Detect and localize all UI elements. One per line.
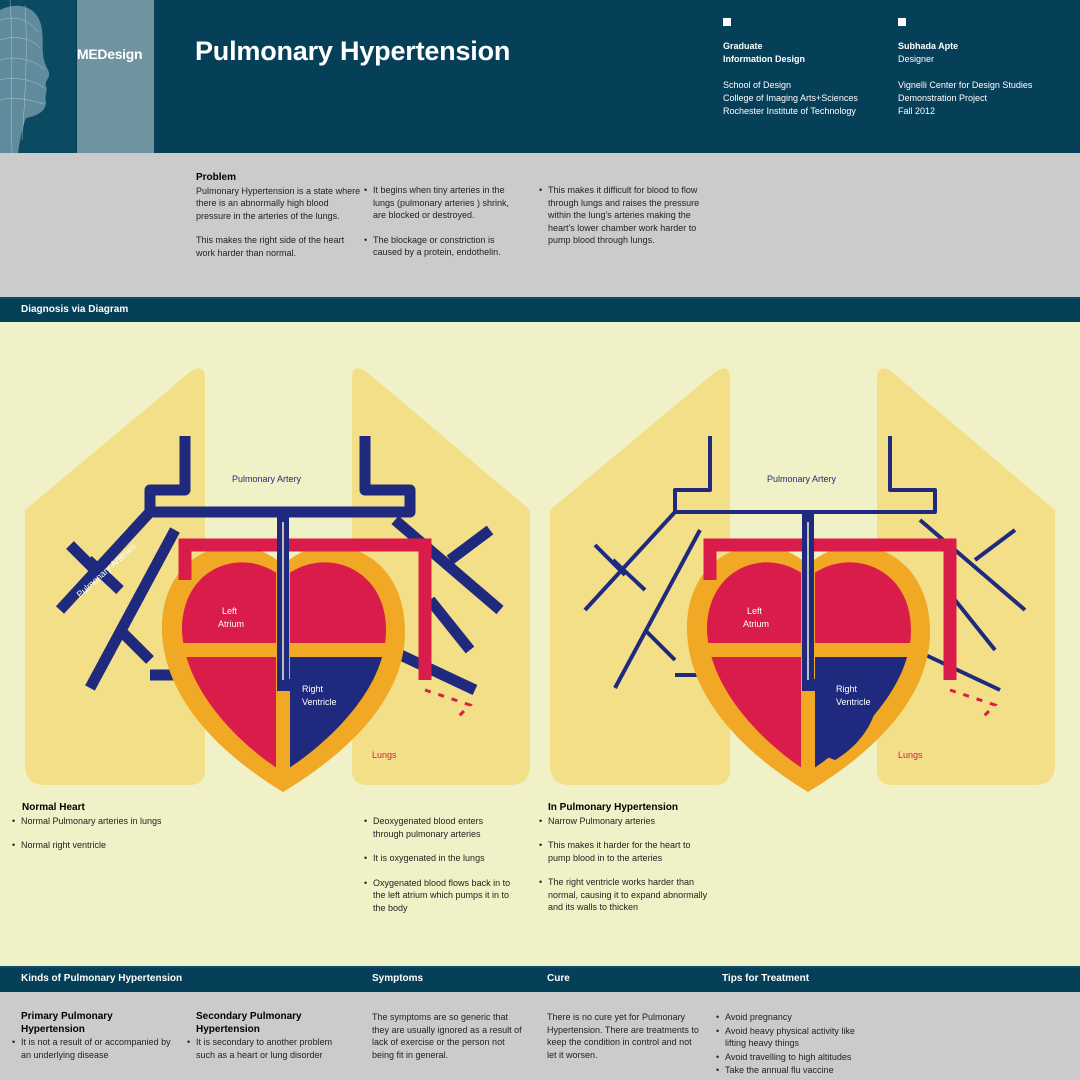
problem-bullet: It begins when tiny arteries in the lung…: [364, 184, 514, 222]
normal-heart-notes: Normal Heart Normal Pulmonary arteries i…: [12, 801, 221, 864]
label-atrium: Atrium: [218, 619, 244, 629]
label-right: Right: [836, 684, 858, 694]
designer-name: Subhada Apte: [898, 41, 959, 51]
note-bullet: Narrow Pulmonary arteries: [539, 815, 708, 828]
problem-paragraph: This makes the right side of the heart w…: [196, 235, 345, 258]
brand-logo: MEDesign: [77, 46, 143, 62]
label-atrium: Atrium: [743, 619, 769, 629]
head-profile-image: [0, 0, 76, 153]
label-left: Left: [222, 606, 238, 616]
label-ventricle: Ventricle: [836, 697, 871, 707]
brand-strip: [77, 0, 154, 153]
note-bullet: Normal right ventricle: [12, 839, 221, 852]
designer-line: Demonstration Project: [898, 93, 988, 103]
info-bullet: It is not a result of or accompanied by …: [12, 1036, 171, 1061]
tip-item: Avoid heavy physical activity like lifti…: [716, 1025, 876, 1050]
problem-bullet: This makes it difficult for blood to flo…: [539, 184, 709, 247]
note-bullet: This makes it harder for the heart to pu…: [539, 839, 708, 864]
note-bullet: It is oxygenated in the lungs: [364, 852, 514, 865]
cure-text: There is no cure yet for Pulmonary Hyper…: [547, 1012, 699, 1060]
problem-bullet: The blockage or constriction is caused b…: [364, 234, 514, 259]
blood-flow-notes: Deoxygenated blood enters through pulmon…: [364, 815, 514, 926]
problem-paragraph: Pulmonary Hypertension is a state where …: [196, 185, 361, 221]
note-bullet: The right ventricle works harder than no…: [539, 876, 708, 914]
designer-line: Vignelli Center for Design Studies: [898, 80, 1033, 90]
note-bullet: Deoxygenated blood enters through pulmon…: [364, 815, 514, 840]
square-marker: [723, 18, 731, 26]
program-info: Graduate Information Design School of De…: [723, 40, 858, 118]
primary-heading: Primary Pulmonary Hypertension: [21, 1011, 113, 1035]
tip-item: Avoid pregnancy: [716, 1011, 876, 1024]
problem-heading: Problem: [196, 172, 237, 183]
diagnosis-bar: Diagnosis via Diagram: [0, 297, 1080, 322]
tips-heading: Tips for Treatment: [722, 973, 810, 984]
hypertension-notes: In Pulmonary Hypertension Narrow Pulmona…: [539, 801, 708, 926]
problem-intro: Problem Pulmonary Hypertension is a stat…: [196, 171, 361, 259]
tip-item: Take the annual flu vaccine: [716, 1064, 876, 1077]
info-bar: Kinds of Pulmonary Hypertension Symptoms…: [0, 966, 1080, 992]
cure-heading: Cure: [547, 973, 570, 984]
symptoms-heading: Symptoms: [372, 973, 424, 984]
square-marker: [898, 18, 906, 26]
label-pulmonary-artery: Pulmonary Artery: [767, 474, 837, 484]
program-line: Rochester Institute of Technology: [723, 106, 856, 116]
hypertension-heart-panel: [550, 368, 1055, 792]
page-title: Pulmonary Hypertension: [195, 36, 511, 66]
label-left: Left: [747, 606, 763, 616]
label-right: Right: [302, 684, 324, 694]
label-ventricle: Ventricle: [302, 697, 337, 707]
designer-line: Fall 2012: [898, 106, 936, 116]
program-line: College of Imaging Arts+Sciences: [723, 93, 858, 103]
tip-item: Avoid travelling to high altitudes: [716, 1051, 876, 1064]
problem-bullets: It begins when tiny arteries in the lung…: [364, 184, 514, 271]
note-bullet: Normal Pulmonary arteries in lungs: [12, 815, 221, 828]
problem-bullets: This makes it difficult for blood to flo…: [539, 184, 709, 259]
program-heading-1: Graduate: [723, 41, 763, 51]
kinds-heading: Kinds of Pulmonary Hypertension: [21, 973, 183, 984]
secondary-ph: Secondary Pulmonary Hypertension It is s…: [187, 1011, 346, 1073]
symptoms-text: The symptoms are so generic that they ar…: [372, 1012, 522, 1060]
secondary-heading: Secondary Pulmonary Hypertension: [196, 1011, 302, 1035]
designer-info: Subhada Apte Designer Vignelli Center fo…: [898, 40, 1032, 118]
info-bullet: It is secondary to another problem such …: [187, 1036, 346, 1061]
designer-role: Designer: [898, 54, 935, 64]
heart-lung-diagram: Pulmonary Artery Pulmonary Arteries Left…: [0, 322, 1080, 967]
diagnosis-heading: Diagnosis via Diagram: [21, 304, 129, 315]
info-section: [0, 992, 1080, 1080]
hypertension-heading: In Pulmonary Hypertension: [548, 802, 679, 813]
tips-list: Avoid pregnancy Avoid heavy physical act…: [716, 1011, 876, 1078]
primary-ph: Primary Pulmonary Hypertension It is not…: [12, 1011, 171, 1073]
program-line: School of Design: [723, 80, 792, 90]
normal-heart-heading: Normal Heart: [22, 802, 85, 813]
program-heading-2: Information Design: [723, 54, 806, 64]
enlarged-right-ventricle: [818, 680, 880, 760]
note-bullet: Oxygenated blood flows back in to the le…: [364, 877, 514, 915]
label-pulmonary-artery: Pulmonary Artery: [232, 474, 302, 484]
label-lungs: Lungs: [898, 750, 923, 760]
label-lungs: Lungs: [372, 750, 397, 760]
